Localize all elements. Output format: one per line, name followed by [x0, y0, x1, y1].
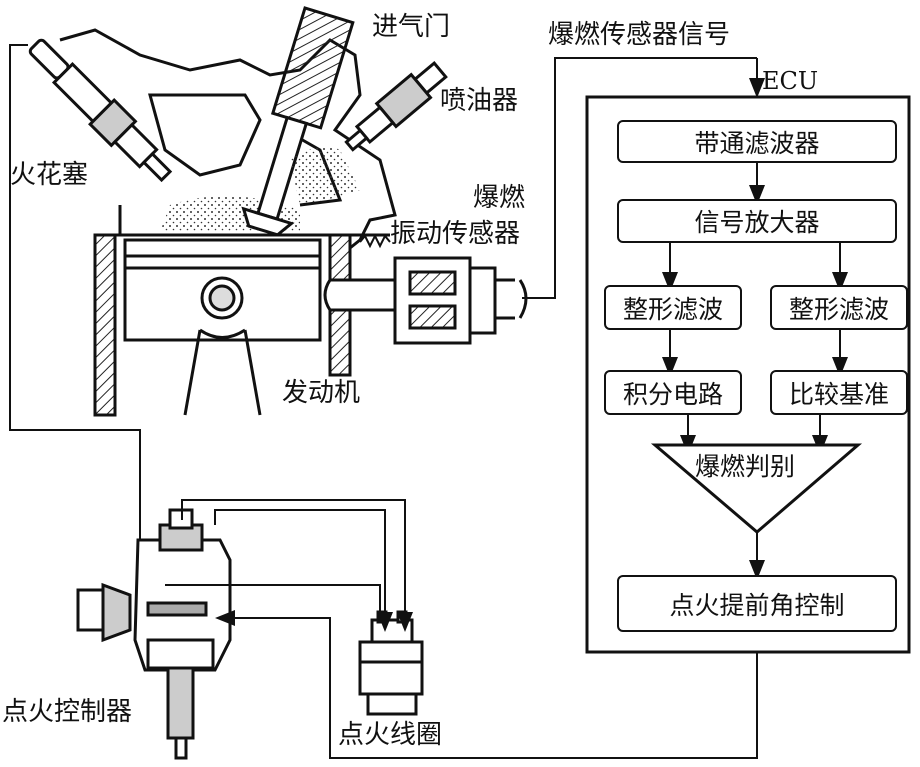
- ignition-advance-control-block: 点火提前角控制: [617, 575, 897, 632]
- bandpass-filter-block: 带通滤波器: [617, 120, 897, 163]
- knock-judgment-triangle: [650, 443, 863, 534]
- integrator-block: 积分电路: [604, 370, 742, 415]
- engine-illustration: [59, 28, 397, 417]
- comparison-reference-block: 比较基准: [770, 370, 908, 415]
- spark-plug-label: 火花塞: [10, 160, 89, 190]
- fuel-injector: [344, 60, 448, 152]
- shaping-filter-left-text: 整形滤波: [622, 294, 723, 324]
- shaping-filter-left-block: 整形滤波: [604, 285, 742, 330]
- wiring: [9, 44, 765, 759]
- signal-amplifier-block: 信号放大器: [617, 199, 897, 243]
- knock-judgment-text: 爆燃判别: [695, 452, 796, 481]
- knock-signal-label: 爆燃传感器信号: [548, 20, 731, 50]
- knock-word-label: 爆燃: [473, 183, 526, 213]
- spark-plug: [28, 38, 173, 183]
- ecu-flow-arrows: [662, 163, 848, 580]
- signal-amplifier-text: 信号放大器: [694, 208, 820, 237]
- knock-sensor: [323, 256, 528, 345]
- ignition-coil-device: [358, 610, 424, 716]
- ignition-controller-device: [76, 508, 232, 760]
- integrator-text: 积分电路: [622, 379, 723, 409]
- comparison-reference-text: 比较基准: [788, 379, 889, 409]
- intake-valve-label: 进气门: [372, 12, 451, 42]
- ignition-advance-control-text: 点火提前角控制: [669, 590, 845, 620]
- ignition-coil-label: 点火线圈: [338, 720, 443, 750]
- intake-valve: [241, 6, 360, 237]
- shaping-filter-right-block: 整形滤波: [770, 285, 908, 330]
- ecu-label: ECU: [762, 67, 819, 95]
- bandpass-filter-text: 带通滤波器: [694, 128, 820, 158]
- shaping-filter-right-text: 整形滤波: [788, 294, 889, 324]
- engine-label: 发动机: [282, 378, 361, 408]
- vibration-sensor-label: 振动传感器: [390, 219, 521, 249]
- injector-label: 喷油器: [440, 86, 519, 116]
- vibration-wave: [359, 233, 391, 249]
- ecu-frame: [585, 95, 911, 654]
- ignition-controller-label: 点火控制器: [2, 697, 133, 727]
